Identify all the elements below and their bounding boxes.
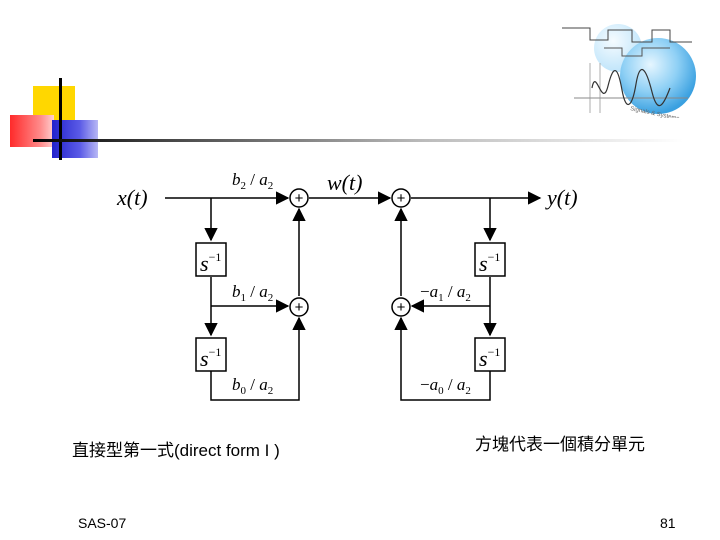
line-a0-branch: [394, 316, 491, 401]
page-number: 81: [660, 515, 676, 531]
integrator-3-label: s−1: [479, 250, 500, 276]
footer-course-code: SAS-07: [78, 515, 127, 531]
integrator-1-label: s−1: [200, 250, 221, 276]
adder-4-plus: +: [397, 299, 406, 316]
input-signal-label: x(t): [116, 185, 148, 210]
title-underline-rule: [33, 139, 683, 142]
adder-2: [391, 188, 411, 208]
decorative-vertical-line: [59, 78, 62, 160]
intermediate-signal-label: w(t): [327, 170, 362, 195]
integrator-4-label: s−1: [479, 345, 500, 371]
integrator-2-label: s−1: [200, 345, 221, 371]
adder-3-plus: +: [295, 299, 304, 316]
coefficient-b2-a2: b2 / a2: [232, 170, 273, 192]
caption-integrator-note: 方塊代表一個積分單元: [475, 435, 645, 454]
caption-direct-form-1: 直接型第一式(direct form I ): [72, 441, 280, 460]
coefficient-b1-a2: b1 / a2: [232, 282, 273, 304]
coefficient-neg-a1-a2: −a1 / a2: [420, 282, 471, 304]
adder-3: [289, 297, 309, 317]
output-signal-label: y(t): [545, 185, 578, 210]
coefficient-b0-a2: b0 / a2: [232, 375, 273, 397]
signals-systems-logo: Signals & Systems: [562, 24, 696, 118]
logo-caption: Signals & Systems: [630, 106, 680, 118]
coefficient-neg-a0-a2: −a0 / a2: [420, 375, 471, 397]
adder-1: [289, 188, 309, 208]
integrator-box-1: [195, 242, 227, 277]
line-b0-branch: [210, 316, 306, 401]
integrator-box-4: [474, 337, 506, 372]
integrator-box-3: [474, 242, 506, 277]
adder-1-plus: +: [295, 190, 304, 207]
integrator-box-2: [195, 337, 227, 372]
adder-2-plus: +: [397, 190, 406, 207]
adder-4: [391, 297, 411, 317]
